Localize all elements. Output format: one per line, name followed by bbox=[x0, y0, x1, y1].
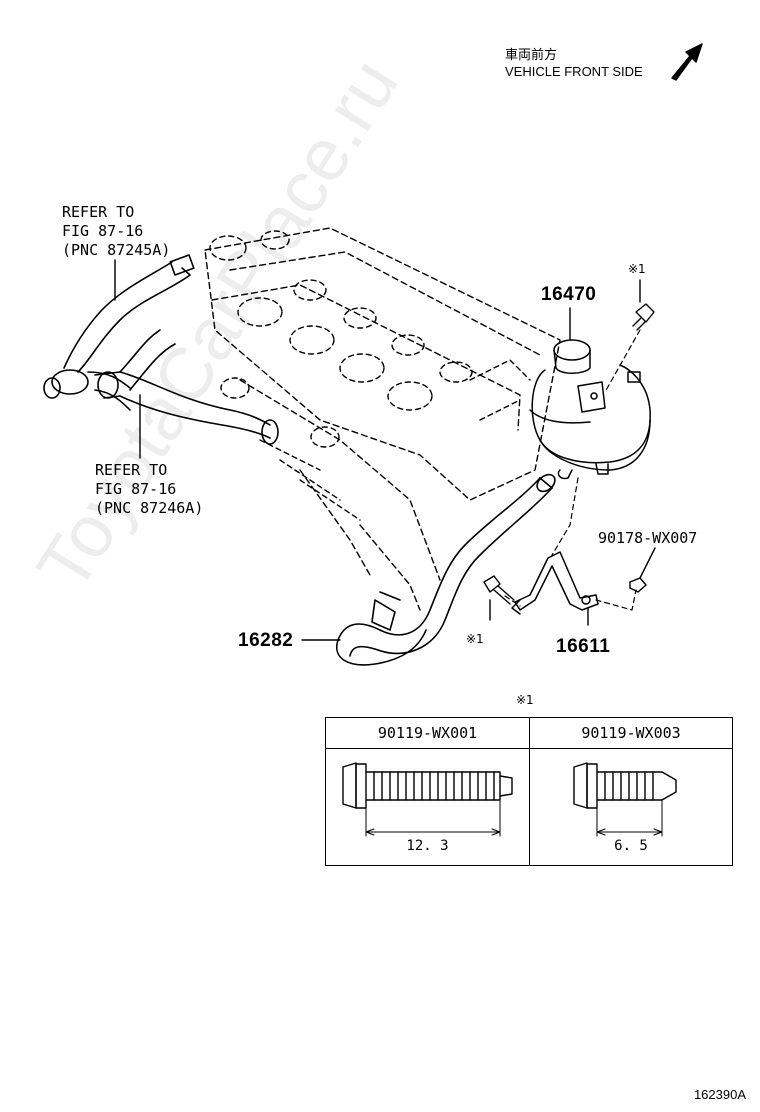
front-direction-en: VEHICLE FRONT SIDE bbox=[505, 64, 643, 79]
figure-id: 162390A bbox=[693, 1087, 746, 1102]
bolt-table-col-2: 90119-WX003 6. 5 bbox=[530, 718, 732, 865]
part-number-hose[interactable]: 16282 bbox=[238, 630, 294, 651]
part-number-bracket[interactable]: 16611 bbox=[556, 636, 611, 657]
hose-16282 bbox=[336, 473, 556, 666]
reference-upper[interactable]: REFER TO FIG 87-16 (PNC 87245A) bbox=[62, 203, 170, 260]
bolt-upper bbox=[632, 303, 655, 331]
engine-head bbox=[204, 227, 561, 611]
bolt-lower bbox=[483, 575, 515, 605]
part-number-nut[interactable]: 90178-WX007 bbox=[598, 529, 698, 547]
bolt-table-header-2[interactable]: 90119-WX003 bbox=[530, 718, 732, 749]
reference-lower-line3: (PNC 87246A) bbox=[95, 499, 204, 517]
bolt-table: 90119-WX001 12. 3 90119-WX003 6. 5 bbox=[325, 717, 733, 866]
part-number-reservoir[interactable]: 16470 bbox=[541, 284, 597, 305]
reference-upper-line2: FIG 87-16 bbox=[62, 222, 144, 240]
bolt-dimension-2: 6. 5 bbox=[614, 838, 648, 854]
bolt-wx001 bbox=[342, 762, 513, 837]
leader-90178 bbox=[639, 547, 656, 579]
front-direction-jp: 車両前方 bbox=[505, 48, 558, 63]
bolt-table-header-1[interactable]: 90119-WX001 bbox=[326, 718, 529, 749]
reference-lower-line1: REFER TO bbox=[95, 461, 168, 479]
bracket-16611 bbox=[511, 551, 599, 615]
reference-upper-line3: (PNC 87245A) bbox=[62, 241, 171, 259]
note-mark-upper: ※1 bbox=[628, 262, 646, 276]
lower-hose bbox=[94, 329, 279, 445]
reservoir-tank bbox=[529, 339, 651, 480]
reference-lower-line2: FIG 87-16 bbox=[95, 480, 177, 498]
bolt-table-col-1: 90119-WX001 12. 3 bbox=[326, 718, 530, 865]
nut-90178 bbox=[629, 577, 647, 593]
mount-lines bbox=[504, 329, 641, 611]
note-mark-table: ※1 bbox=[516, 693, 534, 707]
bolt-wx003 bbox=[573, 762, 677, 837]
note-mark-lower: ※1 bbox=[466, 632, 484, 646]
reference-lower[interactable]: REFER TO FIG 87-16 (PNC 87246A) bbox=[95, 461, 203, 518]
bolt-dimension-1: 12. 3 bbox=[406, 838, 449, 854]
upper-hose bbox=[43, 254, 195, 411]
reference-upper-line1: REFER TO bbox=[62, 203, 135, 221]
engine-cams bbox=[209, 230, 531, 521]
front-arrow-icon bbox=[671, 43, 703, 81]
